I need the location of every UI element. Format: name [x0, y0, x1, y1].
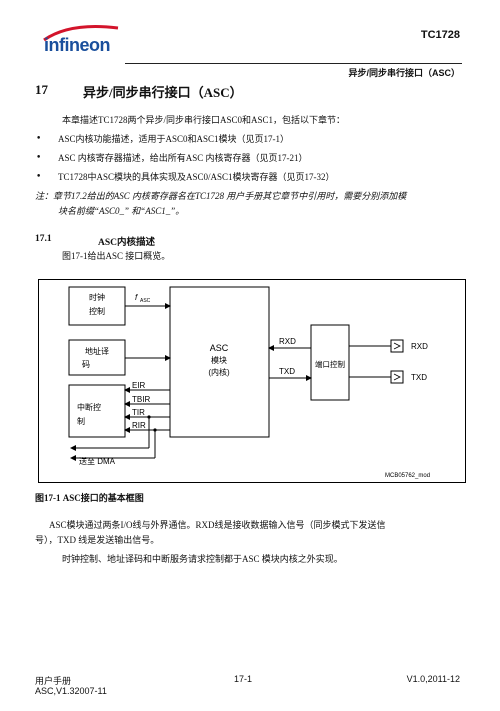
figure-caption: 图17-1 ASC接口的基本框图 — [35, 493, 144, 503]
section-title: ASC内核描述 — [98, 238, 156, 248]
tir-label: TIR — [132, 408, 145, 417]
fasc-subscript: ASC — [140, 298, 151, 304]
bullet-item: ASC内核功能描述，适用于ASC0和ASC1模块（见页17-1） — [58, 134, 290, 144]
dma-label: 送至 DMA — [79, 456, 116, 466]
port-label: 端口控制 — [315, 359, 345, 369]
footer-page-number: 17-1 — [234, 674, 253, 684]
infineon-logo — [40, 20, 130, 60]
asc-module-block — [169, 286, 270, 438]
asc-label-1: ASC — [210, 343, 229, 353]
irq-label-1: 中断控 — [77, 402, 101, 412]
note-line: 注：章节17.2给出的ASC 内核寄存器名在TC1728 用户手册其它章节中引用… — [35, 191, 407, 201]
address-decode-block — [68, 339, 126, 376]
rir-label: RIR — [132, 421, 146, 430]
tbir-label: TBIR — [132, 395, 150, 404]
footer-manual: 用户手册 — [35, 676, 72, 686]
asc-label-2: 模块 — [211, 355, 227, 365]
asc-label-3: (内核) — [208, 367, 230, 377]
doc-code: TC1728 — [420, 29, 460, 41]
bullet-marker: • — [36, 134, 42, 144]
chapter-title: 异步/同步串行接口（ASC） — [83, 85, 243, 100]
body-paragraph-1-line2: 号），TXD 线是发送输出信号。 — [35, 535, 160, 545]
logo-text: infineon — [44, 35, 111, 55]
footer-doc-version: ASC,V1.32007-11 — [35, 686, 107, 696]
bullet-marker: • — [36, 172, 42, 182]
pin-txd-icon — [390, 370, 404, 384]
body-paragraph-1-line1: ASC模块通过两条I/O线与外界通信。RXD线是接收数据输入信号（同步模式下发送… — [49, 520, 386, 530]
bullet-item: TC1728中ASC模块的具体实现及ASC0/ASC1模块寄存器（见页17-32… — [58, 172, 335, 182]
clock-label-1: 时钟 — [89, 292, 105, 302]
logo-arc-icon — [43, 25, 119, 42]
txd-label: TXD — [279, 367, 295, 376]
clock-label-2: 控制 — [89, 306, 105, 316]
pin-rxd-label: RXD — [411, 342, 428, 351]
bullet-item: ASC 内核寄存器描述，给出所有ASC 内核寄存器（见页17-21） — [58, 153, 308, 163]
figure-id: MCB05762_mod — [385, 473, 430, 479]
body-paragraph-2: 时钟控制、地址译码和中断服务请求控制都于ASC 模块内核之外实现。 — [62, 554, 343, 564]
pin-txd-label: TXD — [411, 373, 427, 382]
section-lead: 图17-1给出ASC 接口概览。 — [62, 251, 171, 261]
pin-rxd-icon — [390, 339, 404, 353]
running-title: 异步/同步串行接口（ASC） — [348, 68, 460, 78]
rxd-label: RXD — [279, 337, 296, 346]
port-control-block — [310, 324, 350, 401]
fasc-label: f — [135, 293, 138, 302]
header-rule — [125, 63, 462, 64]
addr-label-2: 码 — [82, 360, 90, 369]
bullet-marker: • — [36, 153, 42, 163]
eir-label: EIR — [132, 381, 146, 390]
note-line: 块名前缀“ASC0_” 和“ASC1_”。 — [58, 206, 185, 216]
chapter-number: 17 — [35, 82, 48, 97]
footer-version: V1.0,2011-12 — [406, 674, 460, 684]
irq-label-2: 制 — [77, 416, 85, 426]
addr-label-1: 地址译 — [85, 346, 109, 356]
intro-paragraph: 本章描述TC1728两个异步/同步串行接口ASC0和ASC1，包括以下章节： — [62, 115, 346, 125]
section-number: 17.1 — [35, 234, 52, 244]
interrupt-control-block — [68, 384, 126, 438]
figure-frame: 时钟 控制 f ASC 地址译 码 中断控 制 ASC 模块 (内核) EIR … — [38, 279, 466, 483]
asc-block-diagram: 时钟 控制 f ASC 地址译 码 中断控 制 ASC 模块 (内核) EIR … — [68, 286, 430, 479]
